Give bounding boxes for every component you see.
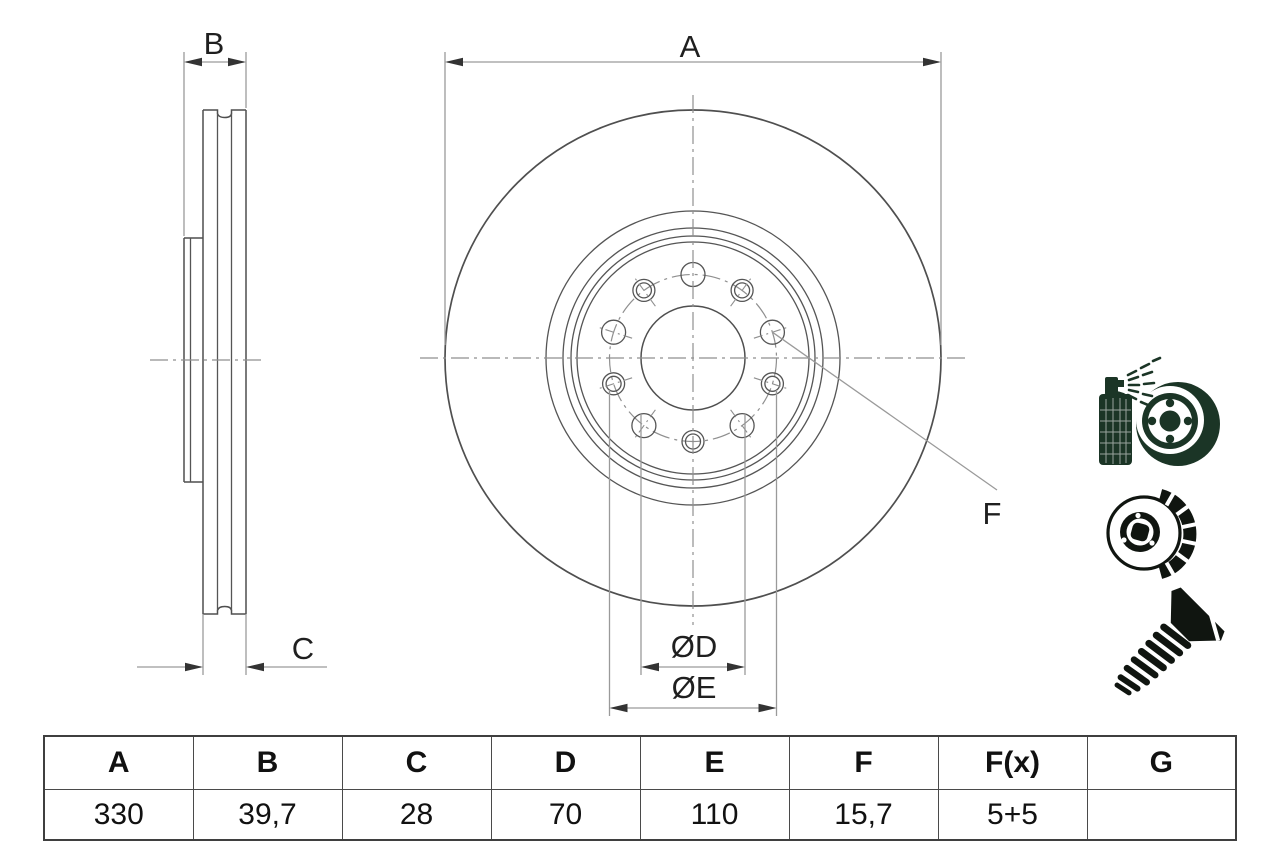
- header-cell: D: [490, 735, 641, 790]
- dimension-e: ØE: [608, 390, 778, 716]
- dim-label-a: A: [680, 29, 701, 64]
- dimension-a: A: [444, 29, 942, 345]
- brake-disc-drawing: A B C ØD: [137, 26, 1225, 716]
- vent-slots: [1164, 492, 1197, 576]
- header-cell: F(x): [937, 735, 1088, 790]
- value-cell: 110: [639, 789, 790, 841]
- header-cell: C: [341, 735, 492, 790]
- spray-can-body: [1099, 394, 1132, 465]
- value-cell: 70: [490, 789, 641, 841]
- screw-head: [1170, 587, 1225, 642]
- spec-value-row: 330 39,7 28 70 110 15,7 5+5: [43, 789, 1237, 841]
- vented-disc-icon: [1106, 489, 1197, 579]
- dim-label-b: B: [204, 26, 225, 61]
- value-cell: 39,7: [192, 789, 343, 841]
- value-cell: 28: [341, 789, 492, 841]
- vented-rim: [1158, 489, 1197, 579]
- dimension-c: C: [137, 614, 327, 675]
- countersunk-screw-icon: [1114, 587, 1225, 696]
- side-view: [150, 109, 262, 615]
- hole-center-marks: [595, 275, 791, 441]
- dim-label-od: ØD: [671, 629, 718, 664]
- dim-label-oe: ØE: [672, 670, 717, 705]
- value-cell: [1086, 789, 1237, 841]
- spray-can-cap: [1105, 377, 1118, 395]
- header-cell: E: [639, 735, 790, 790]
- header-cell: A: [43, 735, 194, 790]
- screw-slot: [1208, 612, 1221, 642]
- dim-label-c: C: [292, 631, 314, 666]
- header-cell: G: [1086, 735, 1237, 790]
- value-cell: 330: [43, 789, 194, 841]
- front-view: [420, 95, 966, 625]
- f-leader-line: [772, 331, 998, 491]
- header-cell: B: [192, 735, 343, 790]
- disc-bottom-edge: [203, 605, 246, 615]
- dimension-f: F: [772, 331, 1002, 531]
- spray-mist: [1126, 356, 1162, 407]
- spray-nozzle: [1116, 380, 1124, 387]
- value-cell: 15,7: [788, 789, 939, 841]
- dimension-d: ØD: [640, 414, 746, 675]
- value-cell: 5+5: [937, 789, 1088, 841]
- hub-bore: [1130, 522, 1150, 542]
- can-texture: [1100, 398, 1131, 464]
- coating-spray-icon: [1099, 356, 1220, 466]
- dim-label-f: F: [983, 496, 1002, 531]
- screw-threads: [1114, 623, 1192, 696]
- dimension-b: B: [183, 26, 247, 236]
- spec-header-row: A B C D E F F(x) G: [43, 735, 1237, 790]
- spec-table: A B C D E F F(x) G 330 39,7 28 70 110 15…: [43, 735, 1237, 841]
- disc-top-edge: [203, 109, 246, 119]
- header-cell: F: [788, 735, 939, 790]
- bolt-holes: [600, 261, 786, 439]
